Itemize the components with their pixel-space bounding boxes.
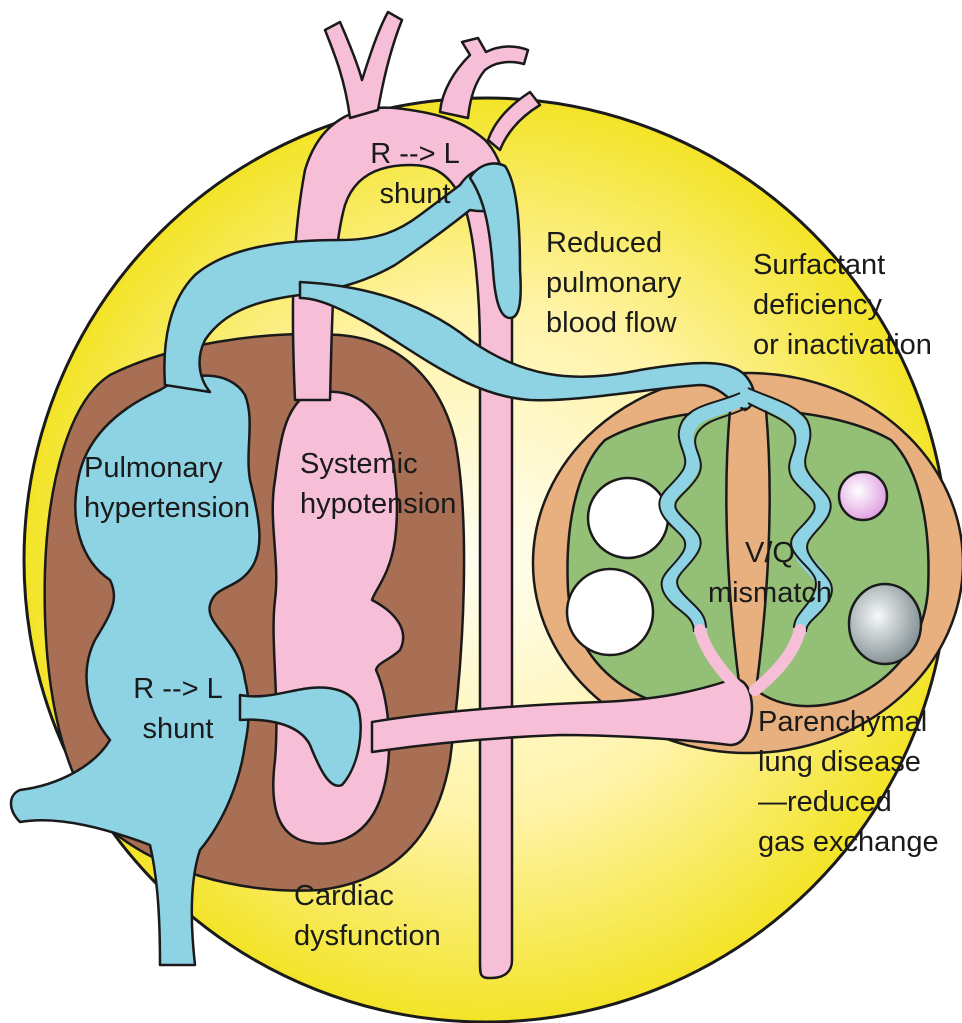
label-surfactant-line2: deficiency	[753, 289, 882, 321]
label-parenchymal-line4: gas exchange	[758, 826, 939, 858]
label-shunt-top: R --> L shunt	[355, 134, 475, 214]
label-surfactant-line3: or inactivation	[753, 329, 932, 361]
venous-capillary-right	[749, 624, 806, 696]
label-shunt-heart-line2: shunt	[142, 713, 214, 745]
label-reduced-line2: pulmonary	[546, 267, 682, 299]
aortic-branch-2	[438, 36, 530, 120]
alveolus-white-1	[586, 476, 670, 560]
label-sys-hypo-line1: Systemic	[300, 448, 418, 480]
label-reduced-pulmonary-flow: Reduced pulmonary blood flow	[546, 223, 681, 343]
label-cardiac-dysfunction: Cardiac dysfunction	[294, 876, 441, 956]
label-vq-line1: V/Q	[745, 537, 795, 569]
label-shunt-heart: R --> L shunt	[118, 669, 238, 749]
label-cardiac-line1: Cardiac	[294, 880, 394, 912]
label-parenchymal-line3: —reduced	[758, 786, 892, 818]
venous-capillaries	[694, 624, 806, 696]
shunt-jet	[238, 686, 362, 787]
label-reduced-line1: Reduced	[546, 227, 663, 259]
capillary-left	[660, 393, 747, 637]
aortic-branch-1	[323, 10, 404, 120]
label-reduced-line3: blood flow	[546, 307, 677, 339]
label-surfactant: Surfactant deficiency or inactivation	[753, 245, 932, 365]
label-sys-hypo-line2: hypotension	[300, 488, 457, 520]
label-vq-mismatch: V/Q mismatch	[690, 533, 850, 613]
branch-pulmonary-artery	[298, 280, 756, 412]
label-pulm-htn-line1: Pulmonary	[84, 452, 223, 484]
capillary-outlines	[658, 387, 833, 633]
label-shunt-top-line2: shunt	[379, 178, 451, 210]
alveolus-pink	[837, 470, 889, 522]
label-parenchymal-lung-disease: Parenchymal lung disease —reduced gas ex…	[758, 702, 939, 862]
lung	[531, 371, 962, 755]
right-heart-chamber	[9, 374, 261, 967]
capillary-right-outline	[747, 387, 833, 633]
label-systemic-hypotension: Systemic hypotension	[300, 444, 456, 524]
label-cardiac-line2: dysfunction	[294, 920, 441, 952]
label-surfactant-line1: Surfactant	[753, 249, 886, 281]
ductus-arteriosus	[468, 162, 522, 320]
label-vq-line2: mismatch	[707, 577, 833, 609]
pulmonary-vein	[370, 678, 754, 754]
label-pulm-htn-line2: hypertension	[84, 492, 251, 524]
alveolus-gray	[847, 582, 923, 666]
capillary-left-outline	[658, 392, 747, 633]
pulmonary-circulation	[9, 162, 831, 967]
venous-capillary-left	[694, 624, 746, 696]
alveolus-white-2	[565, 567, 655, 657]
label-parenchymal-line1: Parenchymal	[758, 706, 928, 738]
label-shunt-top-line1: R --> L	[370, 138, 460, 170]
aortic-branch-3	[486, 90, 542, 152]
label-pulmonary-hypertension: Pulmonary hypertension	[84, 448, 250, 528]
capillary-right	[741, 388, 831, 637]
label-shunt-heart-line1: R --> L	[133, 673, 223, 705]
label-parenchymal-line2: lung disease	[758, 746, 921, 778]
